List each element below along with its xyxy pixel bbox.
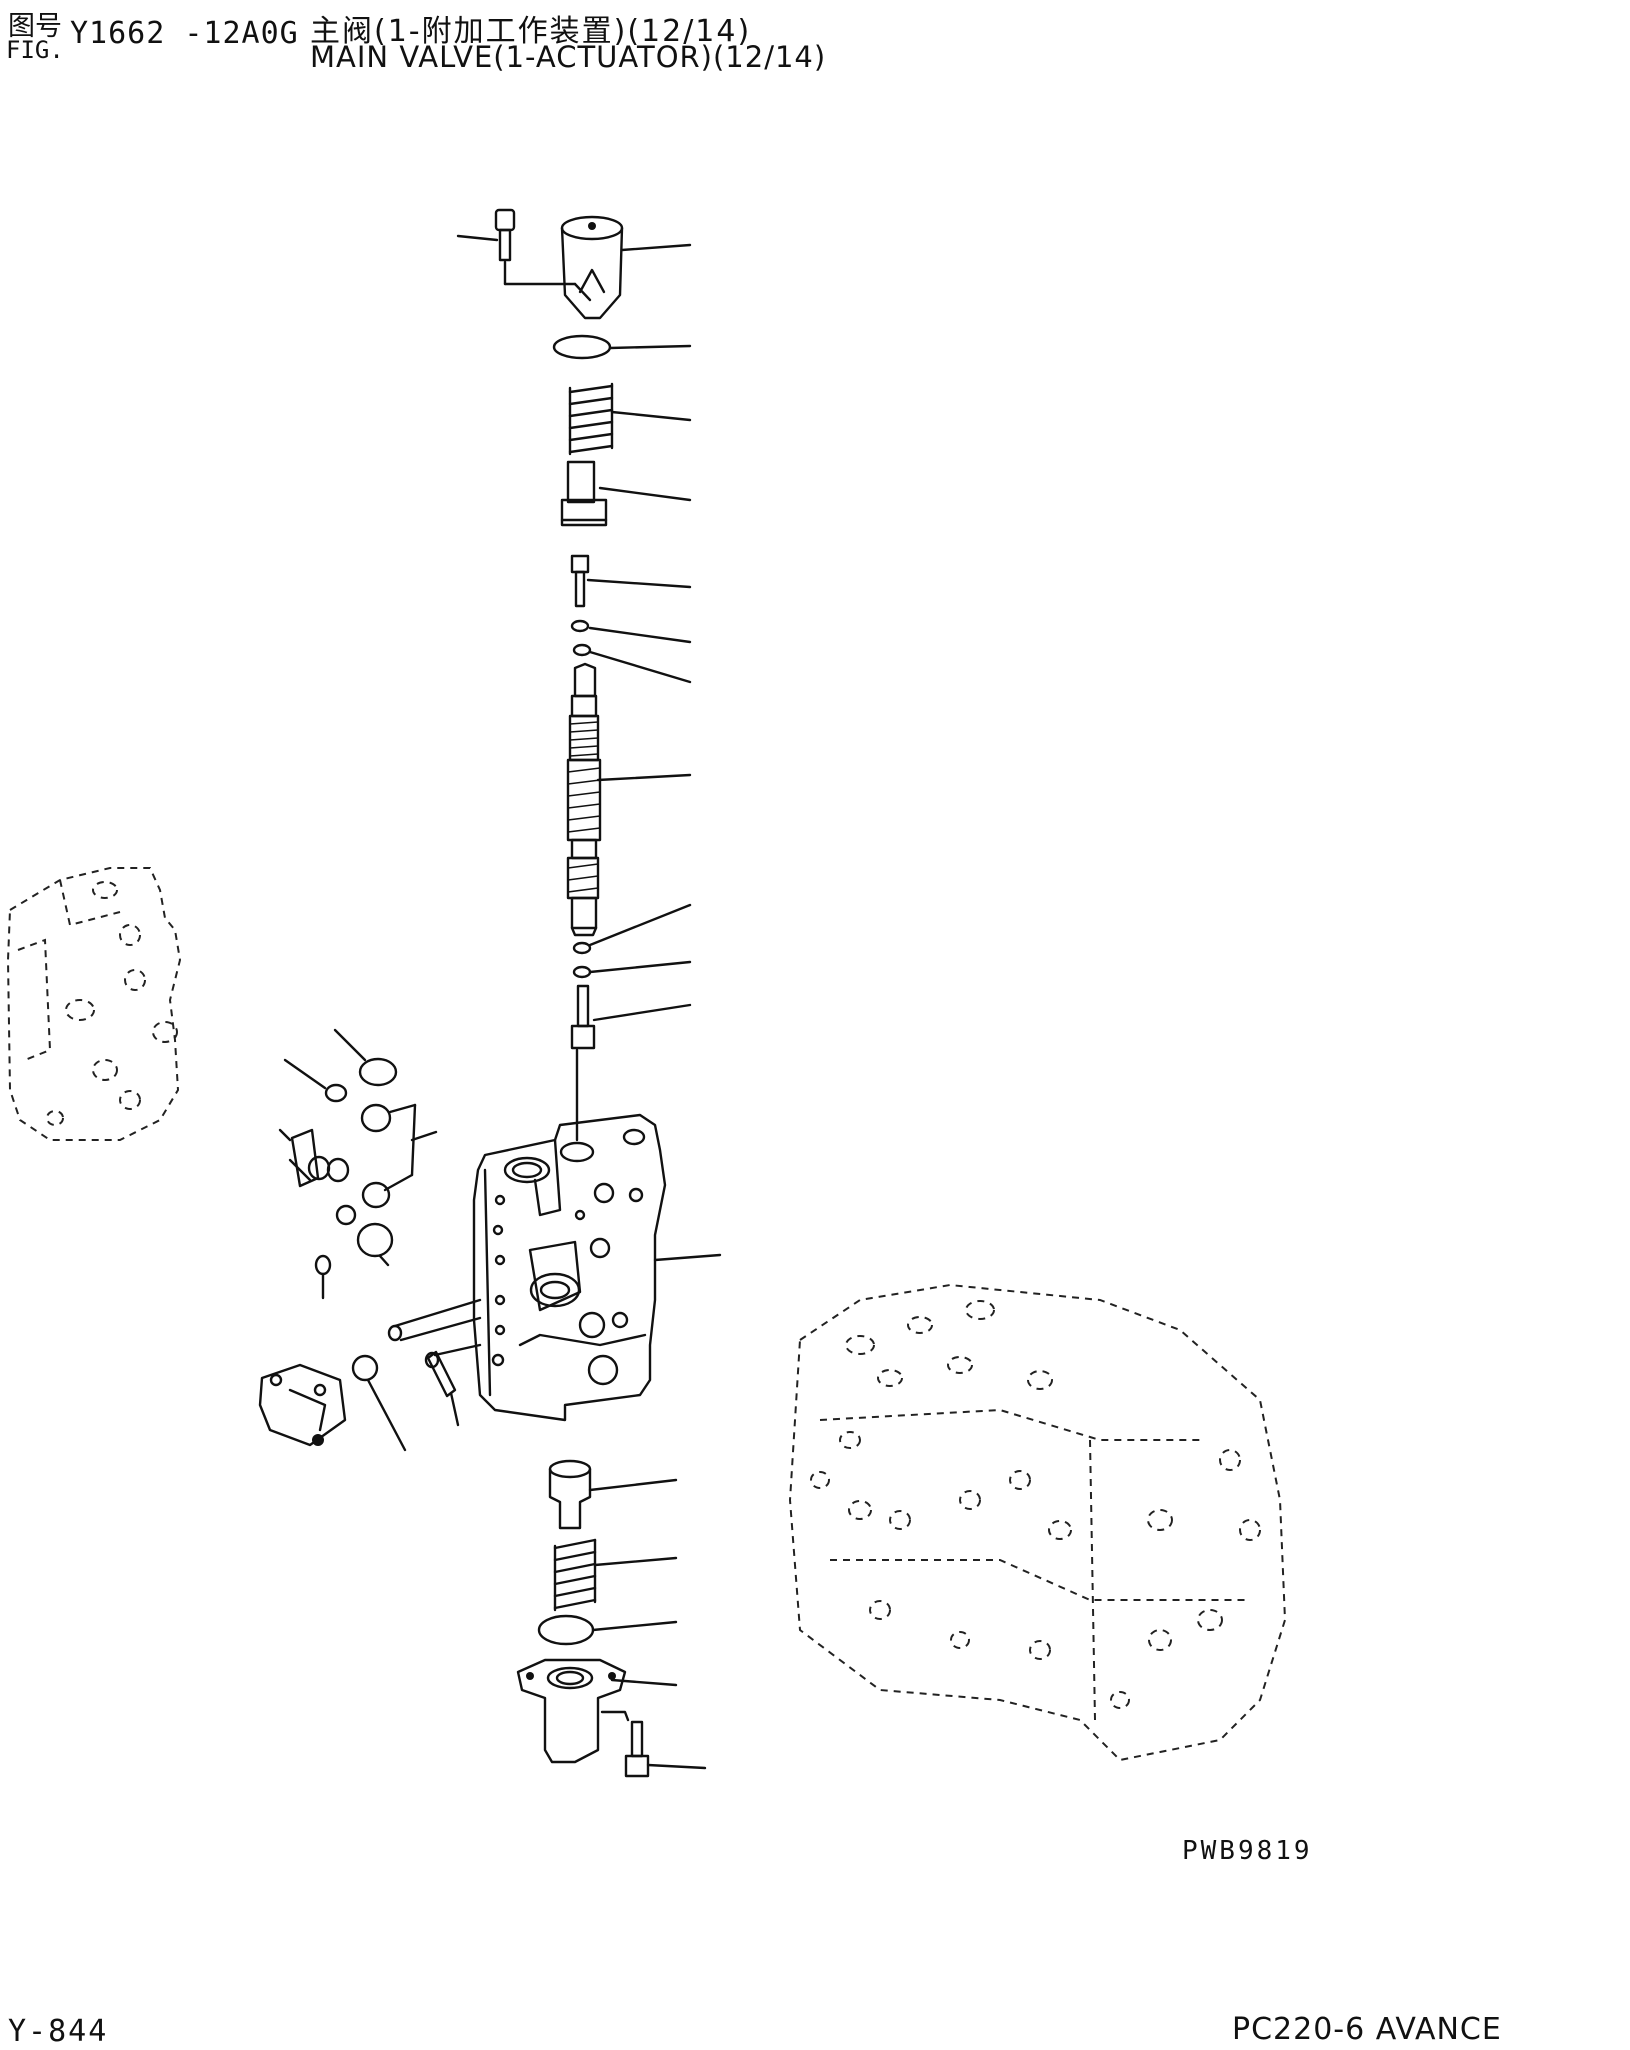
fig-label-cn: 图号 (8, 11, 62, 42)
title-english: MAIN VALVE(1-ACTUATOR)(12/14) (310, 40, 827, 74)
o-ring-bottom (537, 1614, 678, 1646)
valve-body (472, 1113, 722, 1422)
figure-code: Y1662 -12A0G (70, 16, 299, 51)
o-ring-top (552, 334, 692, 360)
bottom-cap (516, 1658, 678, 1764)
stopper-pin (570, 554, 692, 608)
machine-model: PC220-6 AVANCE (1232, 2012, 1502, 2047)
spring-top (568, 382, 692, 456)
reference-outline-right (788, 1283, 1287, 1762)
top-cap (560, 215, 692, 320)
small-o-rings-bottom (572, 903, 692, 979)
top-bolt (456, 208, 592, 302)
guide-pins (351, 1298, 482, 1452)
reference-outline-left (6, 867, 182, 1141)
retainer-bottom (548, 1459, 678, 1530)
title-chinese: 主阀(1-附加工作装置)(12/14) (310, 14, 752, 49)
small-o-rings-top (570, 619, 692, 684)
bottom-bolt (624, 1720, 707, 1778)
spool (566, 662, 692, 937)
side-cover (258, 1363, 347, 1447)
retainer-top (560, 460, 692, 527)
fig-label-en: FIG. (6, 36, 64, 64)
seal-group-left (278, 1028, 438, 1300)
plug-bolt (570, 984, 692, 1142)
spring-bottom (553, 1538, 678, 1612)
drawing-reference-code: PWB9819 (1182, 1836, 1313, 1866)
page-number: Y-844 (8, 2014, 109, 2049)
